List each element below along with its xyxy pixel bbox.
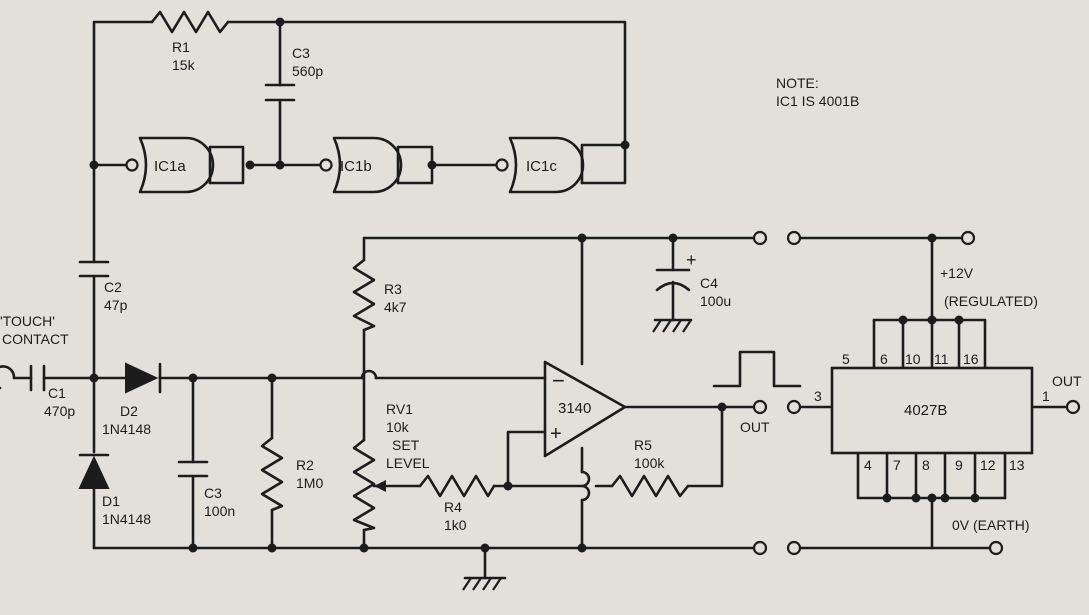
capacitor-c2-symbol <box>78 260 110 278</box>
note-block: NOTE: IC1 IS 4001B <box>776 75 859 109</box>
gate-label-ic1b: IC1b <box>340 158 372 175</box>
ic-4027b: 4027B <box>830 366 1034 455</box>
r5-value: 100k <box>634 455 665 471</box>
d1-ref: D1 <box>102 493 120 509</box>
c4-polarity: + <box>686 250 697 270</box>
touch-contact-symbol <box>0 365 16 390</box>
pin-top-label: 10 <box>905 351 921 367</box>
pin-bottom-label: 4 <box>864 457 872 473</box>
pin-bottom-label: 7 <box>893 457 901 473</box>
r3-value: 4k7 <box>384 299 407 315</box>
ic-4027b-label: 4027B <box>904 402 947 419</box>
c3b-ref: C3 <box>204 485 222 501</box>
wiper-arrow-icon <box>374 480 386 492</box>
pin-top-label: 6 <box>880 351 888 367</box>
opamp-3140: − + 3140 <box>543 360 627 458</box>
nor-gate-ic1a: IC1a <box>125 136 215 194</box>
nor-gate-ic1b: IC1b <box>319 136 403 194</box>
out-label-right: OUT <box>1052 373 1082 389</box>
pin-top-label: 16 <box>963 351 979 367</box>
opamp-noninverting-label: + <box>550 423 562 445</box>
resistor-r4-symbol <box>418 474 496 498</box>
pin-bottom-label: 9 <box>955 457 963 473</box>
c4-value: 100u <box>700 293 731 309</box>
pin-3-label: 3 <box>814 388 822 404</box>
d1-value: 1N4148 <box>102 511 151 527</box>
c2-ref: C2 <box>104 279 122 295</box>
note-heading: NOTE: <box>776 75 819 91</box>
d2-value: 1N4148 <box>102 421 151 437</box>
c3a-ref: C3 <box>292 45 310 61</box>
opamp-part-label: 3140 <box>558 400 591 417</box>
ground-symbol-main <box>462 576 507 591</box>
r4-value: 1k0 <box>444 517 467 533</box>
capacitor-c4-symbol <box>655 268 691 292</box>
c1-value: 470p <box>44 403 75 419</box>
pin-1-label: 1 <box>1042 388 1050 404</box>
rv1-set: SET <box>392 437 420 453</box>
resistor-r2-symbol <box>260 436 284 512</box>
c1-ref: C1 <box>48 385 66 401</box>
r2-value: 1M0 <box>296 475 323 491</box>
supply-regulated-label: (REGULATED) <box>944 293 1038 309</box>
gate-label-ic1a: IC1a <box>154 158 186 175</box>
pin-bottom-label: 8 <box>922 457 930 473</box>
c2-value: 47p <box>104 297 128 313</box>
c3a-value: 560p <box>292 63 323 79</box>
diode-d1-symbol <box>78 453 110 489</box>
touch-label-line1: 'TOUCH' <box>0 313 55 329</box>
r4-ref: R4 <box>444 499 462 515</box>
touch-label-line2: CONTACT <box>2 331 69 347</box>
pin-bottom-label: 12 <box>980 457 996 473</box>
rv1-value: 10k <box>386 419 410 435</box>
potentiometer-rv1-symbol <box>352 438 376 532</box>
capacitor-c1-symbol <box>29 364 46 392</box>
wire-crossover <box>360 369 378 380</box>
junction-dots <box>89 17 980 553</box>
c4-ref: C4 <box>700 275 718 291</box>
ground-rail-label: 0V (EARTH) <box>952 517 1030 533</box>
nor-gate-ic1c: IC1c <box>495 136 585 194</box>
out-label-mid: OUT <box>740 419 770 435</box>
r3-ref: R3 <box>384 281 402 297</box>
pin-top-label: 11 <box>934 351 949 367</box>
d2-ref: D2 <box>120 403 138 419</box>
opamp-inverting-label: − <box>552 368 565 393</box>
wire-crossover <box>580 470 591 502</box>
rv1-ref: RV1 <box>386 401 413 417</box>
wiring <box>12 20 1068 580</box>
pin-bottom-label: 13 <box>1009 457 1025 473</box>
capacitor-c3-560p-symbol <box>264 83 296 102</box>
resistor-r5-symbol <box>610 474 690 498</box>
r5-ref: R5 <box>634 437 652 453</box>
r1-value: 15k <box>172 57 196 73</box>
terminals <box>752 230 1081 556</box>
c3b-value: 100n <box>204 503 235 519</box>
resistor-r1-symbol <box>150 10 230 34</box>
capacitor-c3-100n-symbol <box>177 460 209 478</box>
pin-5-label: 5 <box>842 351 850 367</box>
diode-d2-symbol <box>125 362 162 394</box>
pulse-waveform-icon <box>712 350 802 388</box>
supply-voltage-label: +12V <box>940 265 974 281</box>
note-text: IC1 IS 4001B <box>776 93 859 109</box>
r2-ref: R2 <box>296 457 314 473</box>
resistor-r3-symbol <box>352 258 376 332</box>
r1-ref: R1 <box>172 39 190 55</box>
gate-label-ic1c: IC1c <box>526 158 557 175</box>
ground-symbol-c4 <box>652 318 693 333</box>
rv1-level: LEVEL <box>386 455 430 471</box>
